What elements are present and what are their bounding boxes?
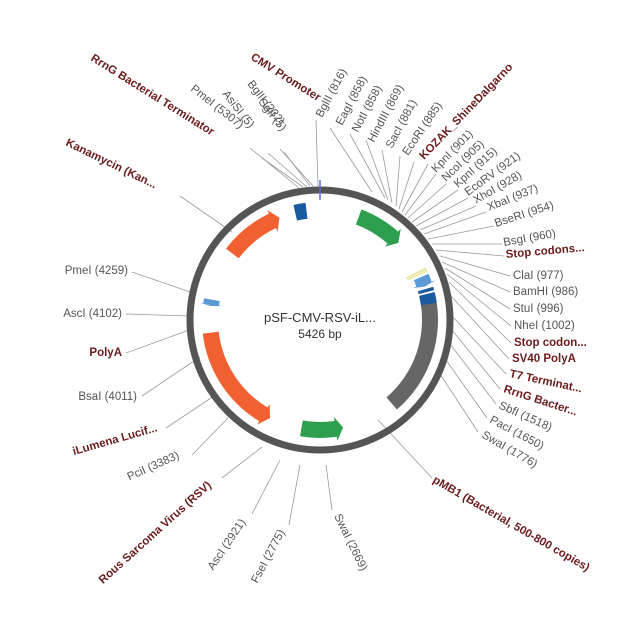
plasmid-name: pSF-CMV-RSV-iL... bbox=[264, 310, 376, 325]
leader-line bbox=[419, 205, 477, 231]
leader-line bbox=[435, 249, 505, 257]
leader-line bbox=[191, 417, 229, 456]
leader-line bbox=[381, 149, 393, 204]
feature-label: SV40 PolyA bbox=[512, 353, 576, 365]
leader-line bbox=[141, 356, 201, 397]
feature-label: pMB1 (Bacterial, 500-800 copies) bbox=[431, 474, 592, 574]
leader-line bbox=[451, 315, 507, 375]
leader-line bbox=[125, 313, 191, 317]
leader-line bbox=[349, 133, 386, 199]
feature-stop1b bbox=[406, 269, 427, 280]
leader-line bbox=[249, 147, 300, 189]
feature-stop1c bbox=[407, 270, 428, 281]
plasmid-length: 5426 bp bbox=[298, 327, 342, 341]
leader-line bbox=[404, 173, 437, 216]
leader-line bbox=[441, 261, 511, 293]
leader-line bbox=[444, 267, 511, 310]
leader-line bbox=[415, 197, 469, 227]
label-leader-lines bbox=[125, 119, 512, 526]
leader-line bbox=[427, 225, 495, 240]
leader-line bbox=[261, 157, 304, 188]
feature-rrng2 bbox=[419, 292, 437, 306]
leader-line bbox=[450, 295, 510, 360]
site-label: SwaI (2669) bbox=[331, 512, 369, 573]
site-label: BamHI (986) bbox=[513, 286, 578, 298]
site-label: PciI (3383) bbox=[126, 450, 182, 484]
leader-line bbox=[398, 161, 415, 210]
leader-line bbox=[179, 195, 233, 233]
leader-line bbox=[423, 211, 487, 235]
leader-line bbox=[449, 343, 497, 405]
feature-cmv bbox=[355, 209, 401, 247]
leader-line bbox=[401, 163, 429, 213]
leader-line bbox=[315, 119, 319, 187]
feature-label: Rous Sarcoma Virus (RSV) bbox=[97, 479, 214, 586]
leader-line bbox=[279, 148, 314, 187]
site-label: PmeI (4259) bbox=[65, 265, 128, 277]
feature-label: iLumena Lucif... bbox=[71, 422, 158, 458]
site-label: AscI (4102) bbox=[63, 308, 122, 320]
leader-line bbox=[446, 273, 512, 327]
leader-line bbox=[165, 395, 215, 429]
site-label: BsaI (4011) bbox=[78, 391, 137, 403]
leader-line bbox=[451, 329, 501, 390]
leader-line bbox=[439, 255, 511, 277]
plasmid-features bbox=[199, 202, 438, 441]
site-label: NheI (1002) bbox=[514, 320, 575, 332]
site-label: StuI (996) bbox=[513, 303, 564, 315]
feature-label: PolyA bbox=[89, 347, 122, 359]
leader-line bbox=[267, 152, 308, 188]
feature-sv40 bbox=[412, 273, 436, 289]
leader-line bbox=[411, 189, 459, 223]
leader-line bbox=[365, 139, 389, 201]
leader-line bbox=[439, 373, 479, 433]
feature-iluc bbox=[202, 331, 271, 425]
feature-t7 bbox=[417, 286, 435, 295]
feature-kan bbox=[225, 209, 280, 259]
leader-line bbox=[283, 151, 311, 187]
feature-rsv bbox=[300, 417, 344, 441]
site-label: FseI (2775) bbox=[249, 528, 287, 586]
feature-stop1 bbox=[406, 267, 427, 278]
leader-line bbox=[288, 464, 301, 526]
feature-label: Stop codon... bbox=[514, 337, 587, 349]
leader-line bbox=[395, 155, 401, 207]
site-label: AscI (2921) bbox=[206, 517, 249, 573]
feature-rrng1 bbox=[293, 202, 308, 221]
leader-line bbox=[221, 446, 263, 479]
feature-label: Kanamycin (Kan... bbox=[64, 137, 159, 191]
leader-line bbox=[329, 127, 373, 193]
leader-line bbox=[251, 459, 281, 515]
feature-polya bbox=[199, 298, 223, 307]
leader-line bbox=[325, 464, 333, 511]
leader-line bbox=[407, 183, 447, 219]
site-label: ClaI (977) bbox=[513, 270, 564, 282]
leader-line bbox=[125, 328, 193, 354]
leader-line bbox=[445, 359, 488, 419]
feature-amp-ori bbox=[386, 294, 438, 410]
leader-line bbox=[448, 281, 512, 344]
leader-line bbox=[131, 271, 191, 293]
